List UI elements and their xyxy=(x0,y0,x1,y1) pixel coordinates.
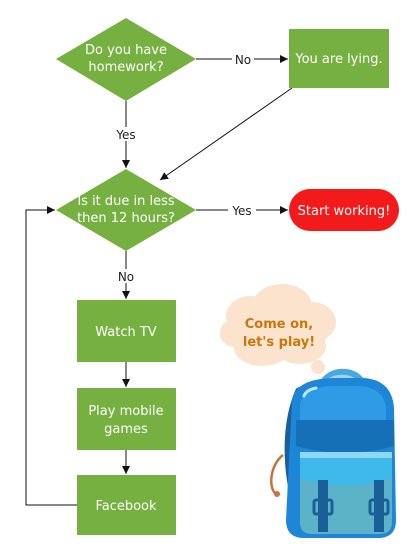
edge-lying-to-due xyxy=(159,87,293,181)
process-facebook-label: Facebook xyxy=(95,499,157,514)
process-mobile-games-shape xyxy=(77,388,176,450)
decision-homework-label-line2: homework? xyxy=(88,60,163,75)
edge-facebook-loop-back xyxy=(25,206,77,506)
process-watch-tv-label: Watch TV xyxy=(95,325,157,340)
process-mobile-games-label-line1: Play mobile xyxy=(88,404,163,419)
process-lying-label: You are lying. xyxy=(294,52,382,67)
terminal-start-working-label: Start working! xyxy=(298,204,391,219)
backpack-strap-left xyxy=(318,480,328,532)
process-mobile-games-label-line2: games xyxy=(104,422,148,437)
decision-due: Is it due in less then 12 hours? xyxy=(56,169,196,251)
process-facebook-shape xyxy=(77,475,176,535)
decision-homework-shape xyxy=(56,18,196,101)
backpack-illustration xyxy=(270,368,396,538)
edge-label-no-1: No xyxy=(235,53,251,67)
speech-bubble-line1: Come on, xyxy=(245,317,314,332)
decision-due-shape xyxy=(56,169,196,251)
terminal-start-working: Start working! xyxy=(289,189,399,231)
backpack-strap-right xyxy=(374,480,384,532)
edge-label-yes-2: Yes xyxy=(231,204,251,218)
backpack-top-flap xyxy=(296,420,394,453)
cloud-shape xyxy=(220,284,336,386)
terminal-start-working-shape xyxy=(289,189,399,231)
process-lying-shape xyxy=(289,29,389,88)
speech-bubble-line2: let's play! xyxy=(243,335,315,350)
process-facebook: Facebook xyxy=(77,475,176,535)
edge-label-yes-1: Yes xyxy=(115,128,135,142)
process-watch-tv-shape xyxy=(77,300,176,362)
backpack-zipper-pull xyxy=(270,454,284,495)
process-watch-tv: Watch TV xyxy=(77,300,176,362)
speech-bubble: Come on, let's play! xyxy=(220,284,336,386)
decision-homework: Do you have homework? xyxy=(56,18,196,101)
decision-due-label-line2: then 12 hours? xyxy=(77,211,175,226)
decision-homework-label-line1: Do you have xyxy=(85,43,167,58)
edge-label-no-2: No xyxy=(118,270,134,284)
process-mobile-games: Play mobile games xyxy=(77,388,176,450)
process-lying: You are lying. xyxy=(289,29,389,88)
decision-due-label-line1: Is it due in less xyxy=(77,194,175,209)
